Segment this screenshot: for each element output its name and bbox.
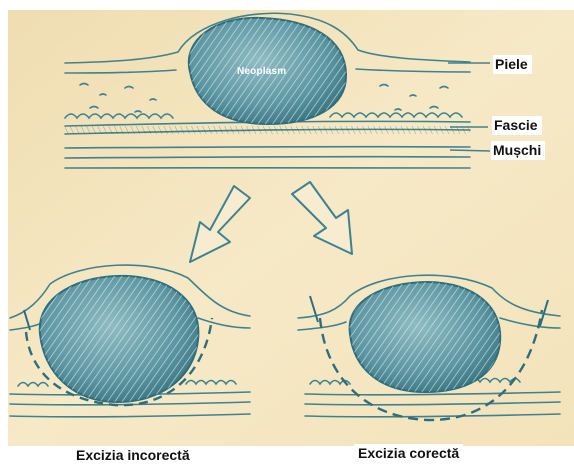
muscle-label: Mușchi: [491, 141, 545, 160]
incorrect-excision-caption: Excizia incorectă: [72, 446, 194, 465]
left-tumor: [40, 276, 199, 402]
correct-excision-caption: Excizia corectă: [354, 444, 463, 463]
fascia-label: Fascie: [492, 116, 542, 135]
neoplasm-label: Neoplasm: [237, 66, 286, 77]
fascia-band: [65, 126, 470, 134]
right-tumor: [350, 282, 501, 392]
skin-label: Piele: [493, 55, 532, 74]
